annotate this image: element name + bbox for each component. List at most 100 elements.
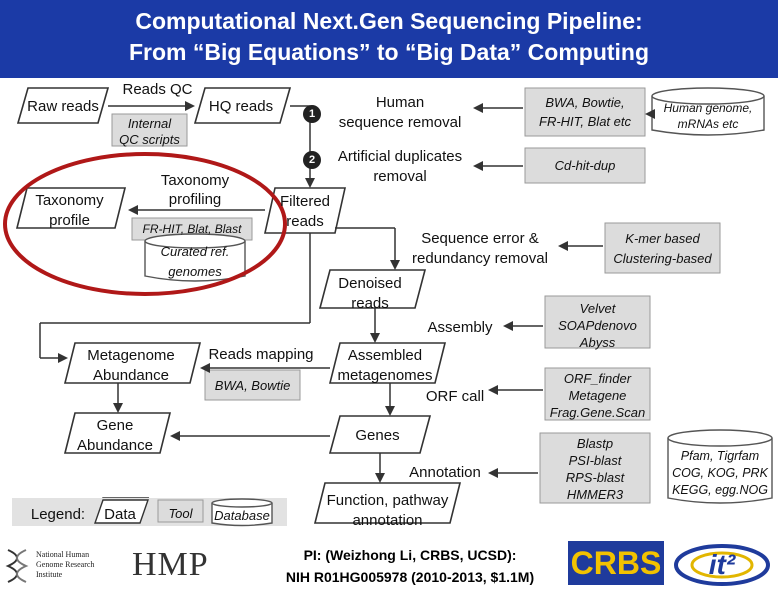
hmp-text: HMP	[132, 546, 209, 583]
funding-text: PI: (Weizhong Li, CRBS, UCSD): NIH R01HG…	[250, 544, 570, 588]
step-2-circle	[303, 151, 321, 169]
filtered-reads-label-2: reads	[286, 213, 324, 230]
function-annotation-shape	[313, 482, 462, 524]
taxonomy-profiling-label-1: Taxonomy	[160, 172, 230, 189]
metagenome-abundance-label-2: Abundance	[93, 367, 169, 384]
step-2-number: 2	[308, 154, 316, 166]
artificial-dup-label-2: removal	[373, 168, 427, 185]
genes-shape	[328, 415, 432, 454]
legend-db-shape	[211, 503, 273, 527]
gene-abundance-shape	[63, 412, 172, 454]
gene-abundance-label-1: Gene	[96, 417, 134, 434]
velvet-label-1: Velvet	[579, 301, 616, 316]
legend-data-label: Data	[104, 506, 136, 523]
blastp-label-2: PSI-blast	[568, 453, 622, 468]
function-annotation-label-1: Function, pathway	[326, 492, 449, 509]
title-line-1: Computational Next.Gen Sequencing Pipeli…	[135, 8, 643, 34]
kmer-label-1: K-mer based	[625, 231, 700, 246]
curated-genomes-label-1: Curated ref.	[160, 244, 230, 259]
hq-reads-label: HQ reads	[208, 98, 274, 115]
filtered-reads-label-1: Filtered	[279, 193, 331, 210]
kmer-box	[604, 222, 721, 274]
funding-line-2: NIH R01HG005978 (2010-2013, $1.1M)	[285, 569, 535, 585]
internal-qc-box	[111, 113, 188, 147]
annotation-label: Annotation	[409, 464, 481, 481]
hq-reads-shape	[193, 87, 292, 124]
internal-qc-label-2: QC scripts	[119, 132, 180, 147]
reads-mapping-label: Reads mapping	[208, 346, 314, 363]
orf-tools-label-3: Frag.Gene.Scan	[549, 405, 646, 420]
seq-error-label-1: Sequence error &	[421, 230, 539, 247]
seq-error-label-2: redundancy removal	[412, 250, 548, 267]
denoised-reads-label-1: Denoised	[338, 275, 402, 292]
bwa-bowtie-label: BWA, Bowtie	[214, 378, 291, 393]
bwa-tools-label-1: BWA, Bowtie,	[545, 95, 625, 110]
bwa-tools-label-2: FR-HIT, Blat etc	[539, 114, 631, 129]
frhit-tools-label: FR-HIT, Blat, Blast	[142, 222, 242, 236]
bwa-bowtie-box	[204, 369, 301, 401]
taxonomy-profiling-label-2: profiling	[168, 191, 222, 208]
assembled-metagenomes-label-1: Assembled	[347, 347, 423, 364]
orf-tools-label-1: ORF_finder	[563, 371, 632, 386]
it2-text: it²	[708, 549, 736, 580]
legend-database-label: Database	[214, 508, 270, 523]
denoised-reads-shape	[318, 269, 427, 309]
cd-hit-box	[524, 147, 646, 184]
blastp-box	[539, 432, 651, 504]
pipeline-diagram: 1 2 Raw reads Reads QC HQ reads Internal…	[0, 78, 778, 540]
crbs-text: CRBS	[570, 545, 662, 581]
denoised-reads-label-2: reads	[351, 295, 389, 312]
velvet-label-3: Abyss	[579, 335, 616, 350]
assembly-label: Assembly	[427, 319, 493, 336]
human-genome-label-2: mRNAs etc	[677, 117, 739, 131]
metagenome-abundance-label-1: Metagenome	[87, 347, 175, 364]
velvet-box	[544, 295, 651, 349]
step-1-circle	[303, 105, 321, 123]
human-genome-label-1: Human genome,	[663, 101, 753, 115]
legend-tool-label: Tool	[168, 506, 193, 521]
function-annotation-label-2: annotation	[352, 512, 423, 529]
human-removal-label-1: Human	[375, 94, 425, 111]
raw-reads-label: Raw reads	[27, 98, 99, 115]
title-line-2: From “Big Equations” to “Big Data” Compu…	[128, 39, 650, 65]
taxonomy-profile-label-1: Taxonomy	[35, 192, 104, 209]
it2-swoosh-icon	[674, 544, 770, 586]
dna-icon	[5, 549, 29, 583]
genes-label: Genes	[355, 427, 400, 444]
nhgri-logo: National Human Genome Research Institute	[2, 548, 112, 586]
pfam-label-3: KEGG, egg.NOG	[672, 483, 768, 497]
hmp-logo: HMP	[132, 545, 212, 587]
reads-qc-label: Reads QC	[122, 81, 193, 98]
kmer-label-2: Clustering-based	[613, 251, 712, 266]
artificial-dup-label-1: Artificial duplicates	[337, 148, 463, 165]
blastp-label-4: HMMER3	[566, 487, 624, 502]
internal-qc-label-1: Internal	[127, 116, 172, 131]
taxonomy-profile-label-2: profile	[49, 212, 90, 229]
metagenome-abundance-shape	[63, 342, 202, 384]
bwa-fr-hit-box	[524, 87, 646, 137]
orf-tools-label-2: Metagene	[568, 388, 627, 403]
legend-label: Legend:	[30, 506, 86, 523]
blastp-label-1: Blastp	[576, 436, 614, 451]
raw-reads-shape	[16, 87, 110, 124]
human-removal-label-2: sequence removal	[338, 114, 462, 131]
it2-logo: it²	[672, 543, 772, 587]
nhgri-line-2: Genome Research	[36, 560, 95, 569]
velvet-label-2: SOAPdenovo	[558, 318, 637, 333]
slide-title: Computational Next.Gen Sequencing Pipeli…	[0, 0, 778, 78]
orf-call-label: ORF call	[425, 388, 485, 405]
pfam-label-1: Pfam, Tigrfam	[680, 449, 760, 463]
gene-abundance-label-2: Abundance	[77, 437, 153, 454]
highlight-ellipse	[3, 152, 287, 296]
nhgri-line-1: National Human	[36, 550, 90, 559]
crbs-logo: CRBS	[568, 541, 664, 585]
assembled-metagenomes-label-2: metagenomes	[337, 367, 433, 384]
curated-genomes-label-2: genomes	[168, 264, 222, 279]
blastp-label-3: RPS-blast	[565, 470, 625, 485]
step-1-number: 1	[308, 108, 316, 120]
orf-box	[544, 367, 651, 421]
pfam-label-2: COG, KOG, PRK	[672, 466, 768, 480]
cd-hit-label: Cd-hit-dup	[554, 158, 616, 173]
pipeline-graphics	[3, 87, 773, 527]
pfam-db-shape	[667, 438, 773, 504]
